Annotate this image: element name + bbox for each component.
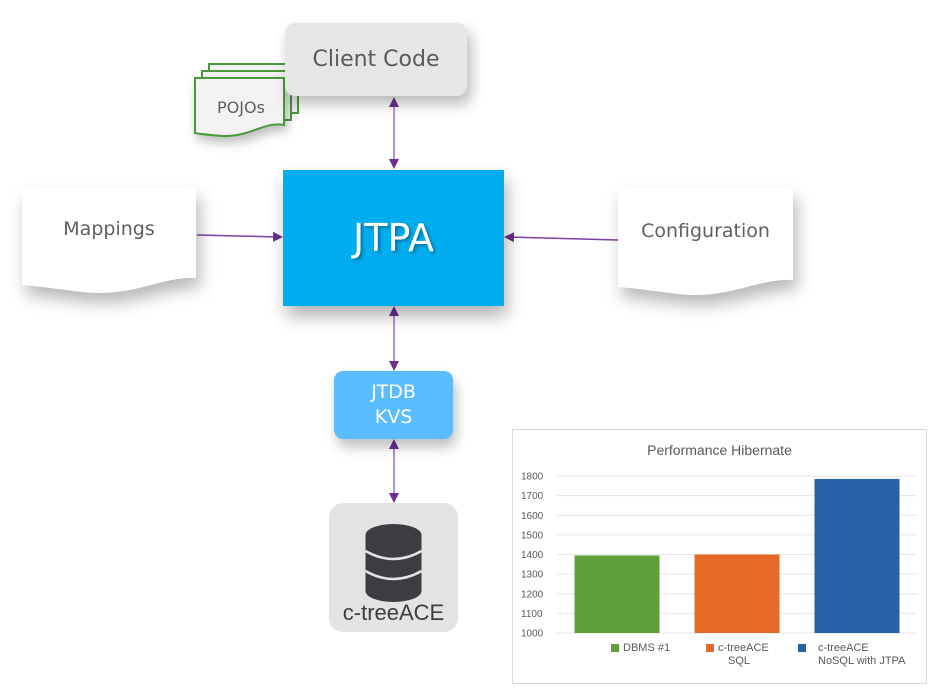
- legend-item-ctree-nosql: c-treeACE NoSQL with JTPA: [798, 642, 905, 668]
- legend-label: DBMS #1: [623, 642, 671, 654]
- ctree-ace-label: c-treeACE: [342, 600, 445, 625]
- legend-item-dbms1: DBMS #1: [611, 642, 670, 655]
- bar-0: [574, 555, 660, 633]
- y-tick-label: 1300: [521, 570, 544, 581]
- pojos-document-stack: POJOs: [194, 63, 299, 140]
- y-tick-label: 1700: [521, 491, 544, 502]
- mappings-document: Mappings: [22, 188, 196, 294]
- client-code-label: Client Code: [312, 47, 440, 72]
- jtpa-box: JTPA: [283, 170, 504, 306]
- legend-label-line2: SQL: [728, 655, 751, 667]
- document-icon: [22, 188, 196, 294]
- legend-label: c-treeACE: [718, 642, 769, 654]
- y-tick-label: 1600: [521, 511, 544, 522]
- chart-plot: 1000 1100 1200 1300 1400 1500 1600 1700 1800: [521, 472, 917, 640]
- arrow-mappings-jtpa: [196, 231, 283, 242]
- kvs-label: KVS: [374, 406, 413, 428]
- y-tick-label: 1100: [521, 609, 543, 620]
- legend-label: c-treeACE: [818, 642, 869, 654]
- configuration-document: Configuration: [618, 188, 793, 296]
- ctree-ace-box: c-treeACE: [329, 503, 458, 632]
- y-tick-label: 1800: [521, 472, 544, 483]
- chart-title: Performance Hibernate: [647, 442, 792, 458]
- jtdb-label: JTDB: [371, 381, 416, 403]
- y-tick-label: 1200: [521, 589, 544, 600]
- configuration-label: Configuration: [641, 220, 770, 242]
- legend-item-ctree-sql: c-treeACE SQL: [706, 642, 769, 668]
- performance-chart: Performance Hibernate 1000 1100 1200 1300 14…: [512, 429, 927, 684]
- mappings-label: Mappings: [63, 218, 155, 240]
- jtdb-kvs-box: JTDB KVS: [334, 371, 453, 439]
- pojos-label: POJOs: [217, 98, 265, 117]
- database-icon: [364, 524, 423, 602]
- chart-legend: DBMS #1 c-treeACE SQL c-treeACE NoSQL wi…: [513, 642, 926, 682]
- legend-swatch-orange: [706, 644, 714, 652]
- jtpa-label: JTPA: [353, 216, 434, 260]
- client-code-box: Client Code: [285, 23, 467, 96]
- y-tick-label: 1000: [521, 629, 544, 640]
- bar-1: [694, 554, 780, 633]
- y-tick-label: 1500: [521, 530, 544, 541]
- document-stack-icon: [194, 63, 299, 138]
- legend-label-line2: NoSQL with JTPA: [818, 655, 906, 667]
- bar-2: [814, 478, 900, 633]
- document-icon: [618, 188, 793, 296]
- legend-swatch-blue: [798, 644, 806, 652]
- y-tick-label: 1400: [521, 550, 544, 561]
- legend-swatch-green: [611, 644, 619, 652]
- arrow-config-jtpa: [504, 232, 619, 243]
